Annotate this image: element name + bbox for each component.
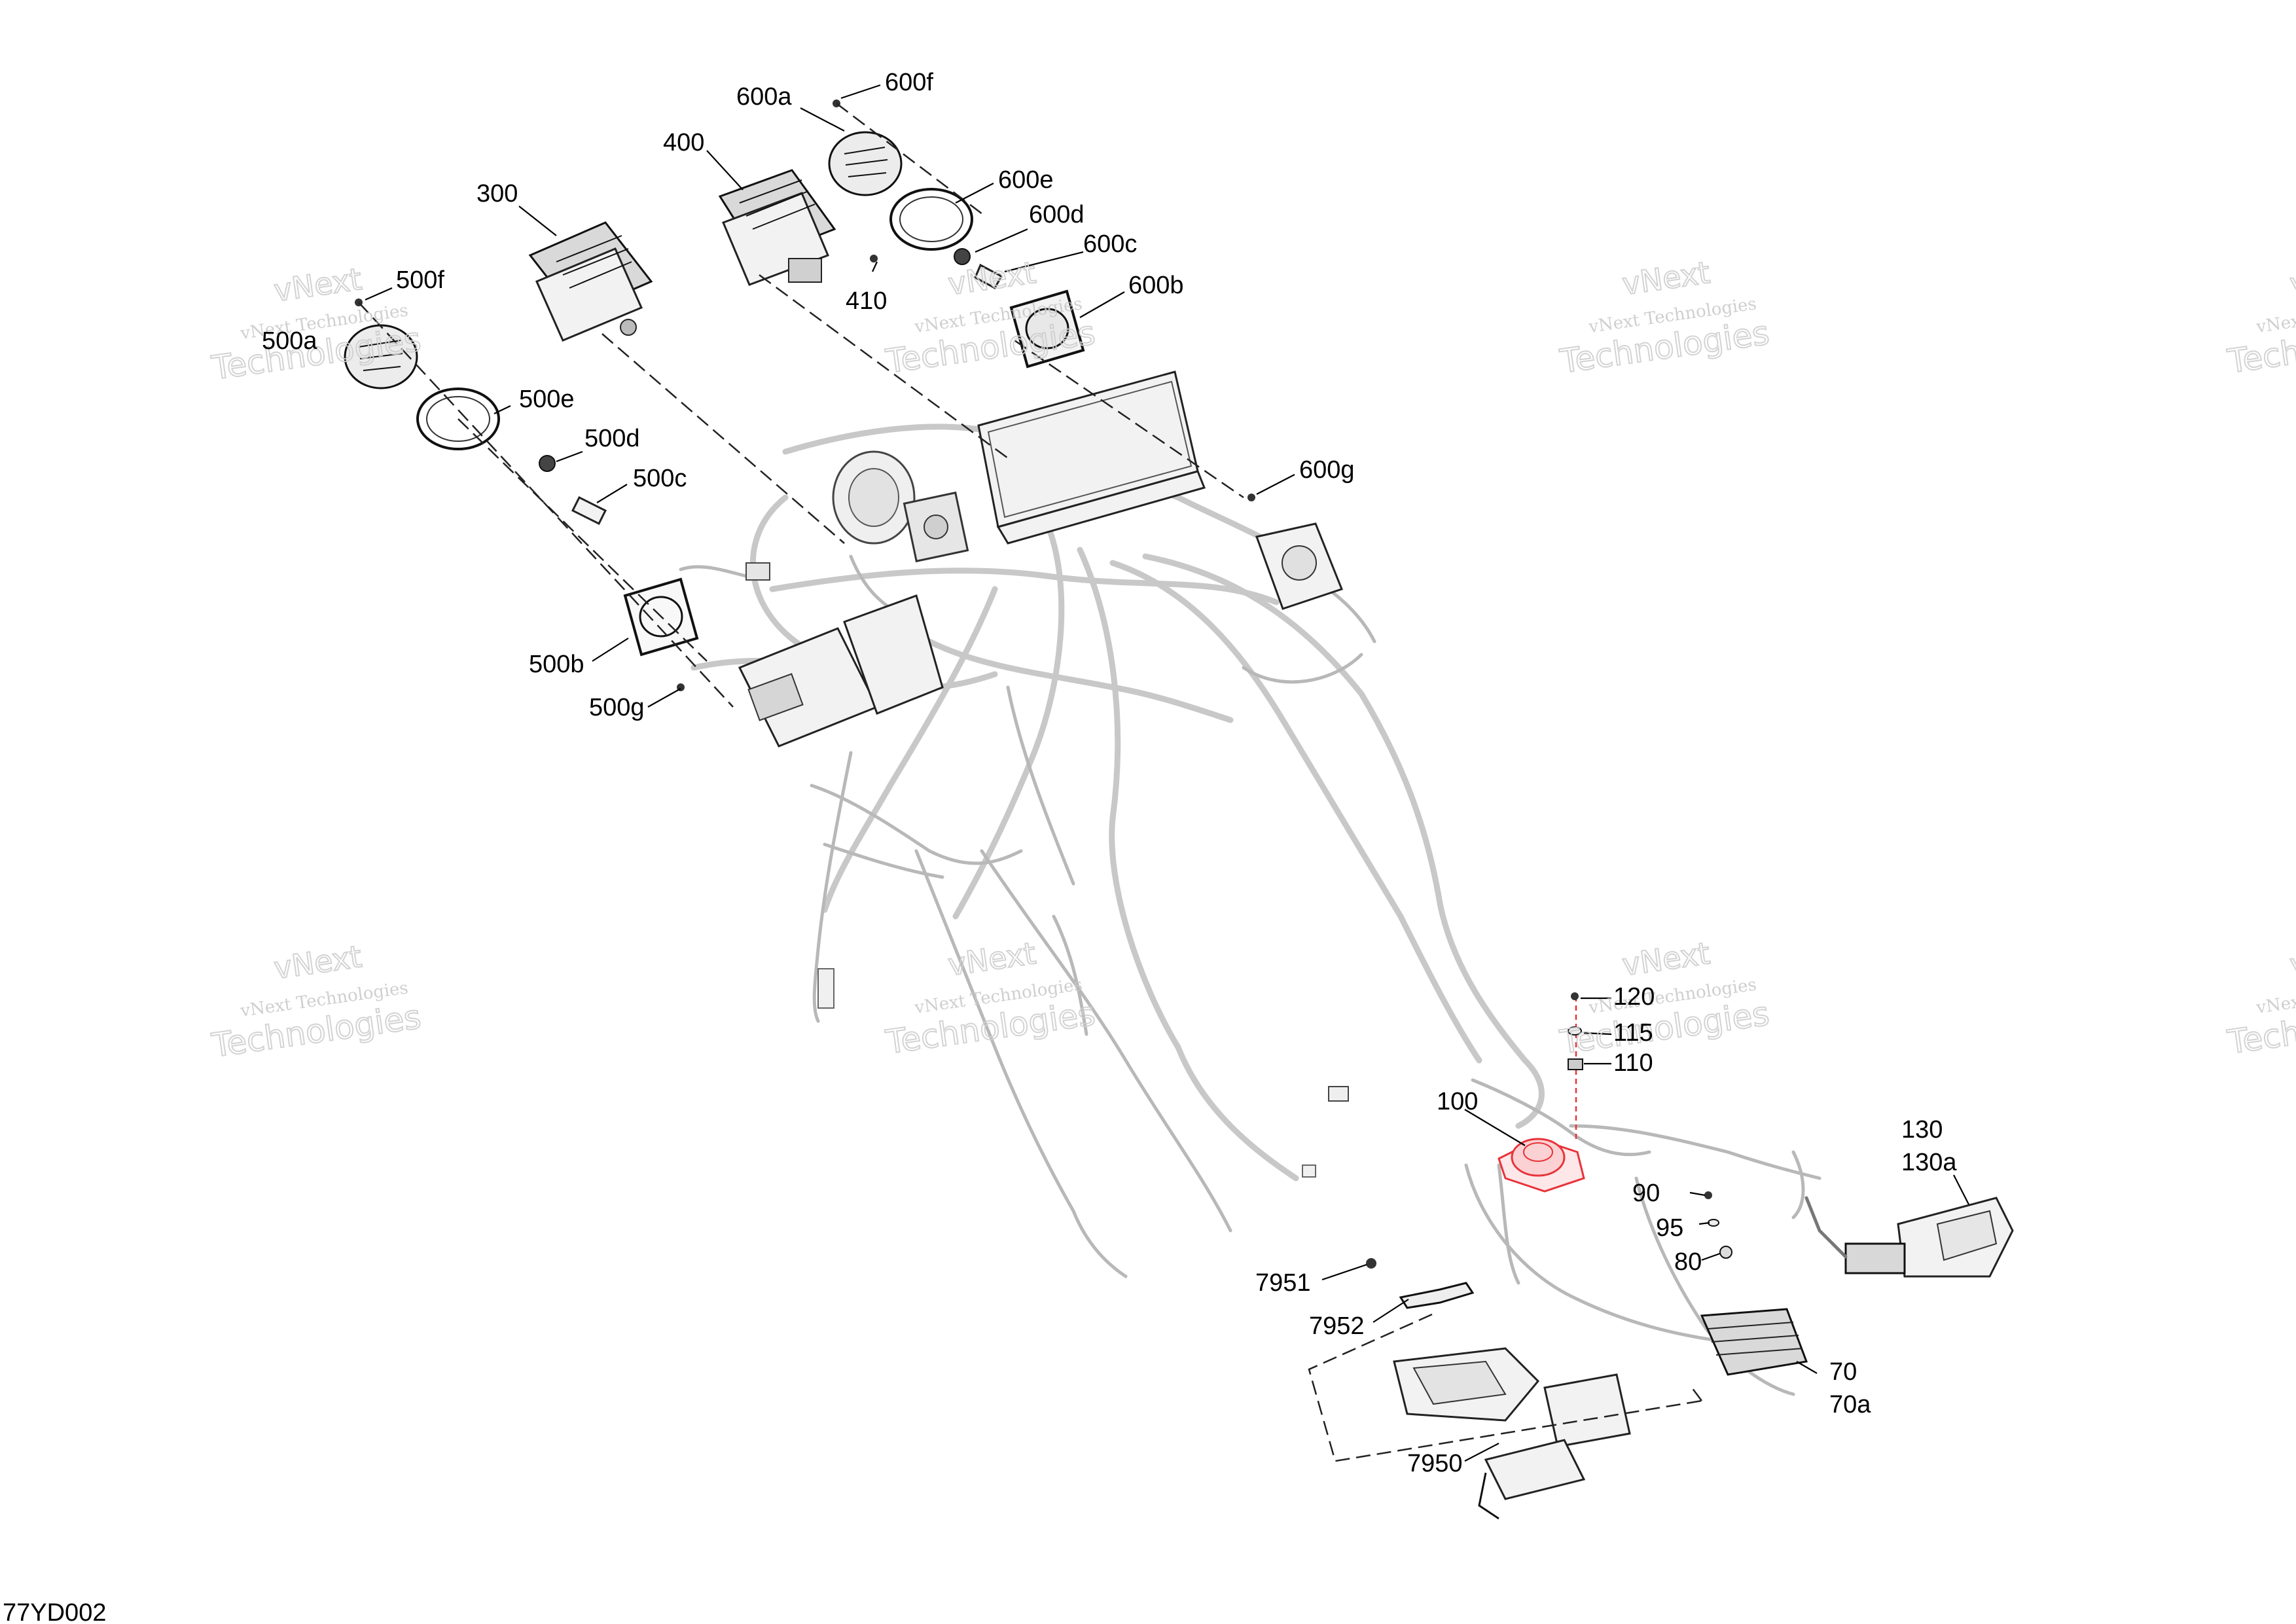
nut-600d — [954, 248, 971, 265]
callout-label: 400 — [663, 129, 704, 156]
watermark-vnext: vNext — [1620, 255, 1712, 302]
callout-label: 410 — [846, 287, 887, 315]
callout-label: 100 — [1437, 1088, 1478, 1115]
callout-label: 600e — [998, 166, 1054, 194]
callout-label: 600c — [1083, 230, 1137, 258]
headlight-300 — [528, 221, 653, 342]
callout-label: 7950 — [1407, 1450, 1463, 1477]
nut-500d — [539, 455, 556, 472]
screw-410 — [870, 255, 878, 262]
screw-120 — [1571, 992, 1579, 1000]
horn-fasteners — [1568, 992, 1583, 1139]
callout-label: 80 — [1674, 1248, 1702, 1276]
gasket-600b — [1009, 289, 1085, 369]
callout-label: 90 — [1632, 1180, 1660, 1207]
right-bracket — [1255, 522, 1343, 610]
callout-label: 130a — [1901, 1149, 1957, 1176]
headlight-400 — [718, 169, 836, 286]
assembly-box-7950-end — [1691, 1387, 1702, 1401]
callout-label: 120 — [1613, 983, 1655, 1011]
speaker-assembly — [832, 450, 969, 563]
callout-label: 300 — [476, 180, 518, 208]
ring-600e — [889, 188, 973, 251]
harness-connector — [745, 562, 770, 581]
harness-connector — [1328, 1086, 1349, 1102]
turn-signal-130 — [1804, 1196, 2014, 1278]
leader-lines — [365, 84, 1969, 1462]
watermark-vnext: vNext — [2287, 255, 2296, 302]
callout-label: 500e — [519, 386, 575, 413]
wiring-harness — [679, 424, 1821, 1396]
nut-7951 — [1366, 1258, 1376, 1269]
callout-label: 500c — [633, 465, 687, 492]
screw-90 — [1704, 1191, 1712, 1199]
callout-label: 600d — [1029, 201, 1085, 228]
light-600a — [828, 131, 903, 196]
callout-label: 95 — [1656, 1214, 1683, 1242]
watermark-line: vNext Technologies — [2255, 975, 2296, 1018]
callout-label: 500a — [262, 327, 317, 355]
callout-label: 500g — [589, 694, 645, 721]
callout-label: 70 — [1829, 1358, 1857, 1386]
callout-label: 600a — [736, 83, 792, 111]
left-controller-module — [738, 594, 944, 748]
turn-signal-7950 — [1393, 1347, 1631, 1520]
callout-label: 600g — [1299, 456, 1355, 484]
watermark-vnext: vNext — [1620, 935, 1712, 983]
display-screen — [977, 370, 1206, 545]
explosion-lines-left — [358, 103, 1244, 708]
tail-light-70 — [1700, 1308, 1808, 1376]
harness-connector — [1302, 1164, 1316, 1178]
watermark-vnext: vNext — [2287, 935, 2296, 983]
callout-label: 7952 — [1309, 1312, 1365, 1340]
callout-label: 7951 — [1255, 1269, 1311, 1297]
callout-label: 70a — [1829, 1391, 1871, 1418]
screw-600g — [1247, 494, 1255, 501]
grommet-80 — [1719, 1246, 1732, 1259]
nut-110 — [1568, 1058, 1583, 1070]
callout-labels: 600a 600f 400 600e 300 600d 600c 410 600… — [262, 69, 1957, 1477]
washer-115 — [1568, 1026, 1582, 1036]
watermark-line: vNext Technologies — [2255, 294, 2296, 337]
watermark-vnext: vNext — [946, 935, 1038, 983]
callout-label: 130 — [1901, 1116, 1943, 1144]
watermark-vnext: vNext — [272, 939, 364, 986]
watermark-vnext: vNext — [272, 261, 364, 308]
harness-connector — [817, 968, 834, 1009]
callout-label: 500b — [529, 651, 584, 678]
connector-500c — [571, 496, 607, 526]
bracket-7952 — [1399, 1282, 1475, 1309]
washer-95 — [1708, 1219, 1719, 1227]
callout-label: 110 — [1613, 1049, 1653, 1077]
callout-label: 600b — [1128, 272, 1184, 299]
callout-label: 500f — [396, 266, 444, 294]
connector-600c — [974, 263, 1003, 290]
callout-label: 115 — [1613, 1019, 1653, 1047]
watermarks: vNext vNext Technologies Technologies vN… — [209, 254, 2296, 1066]
callout-label: 600f — [885, 69, 933, 96]
callout-label: 500d — [584, 425, 640, 452]
diagram-id: 77YD002 — [3, 1599, 106, 1624]
horn-100 — [1498, 1138, 1585, 1193]
ring-500e — [416, 388, 500, 450]
assembly-box-7950 — [1308, 1313, 1702, 1462]
